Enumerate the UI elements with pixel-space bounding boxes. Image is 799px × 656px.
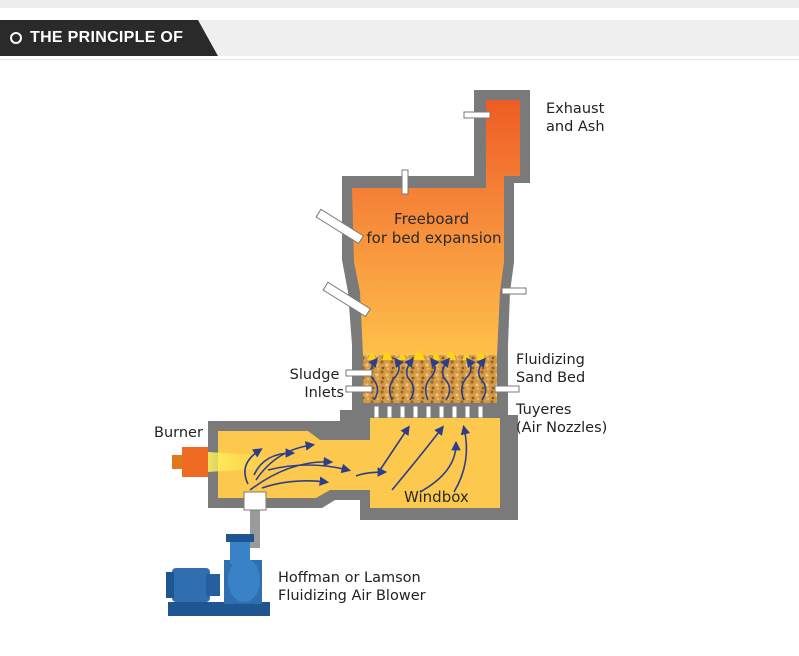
section-title: THE PRINCIPLE OF: [30, 29, 184, 46]
freeboard-chamber: [352, 100, 520, 355]
sand-air-arrows: [368, 357, 487, 401]
blower-duct: [243, 491, 267, 548]
label-sand-bed: Fluidizing Sand Bed: [516, 352, 589, 386]
label-blower: Hoffman or Lamson Fluidizing Air Blower: [278, 570, 426, 604]
label-windbox: Windbox: [404, 488, 469, 506]
air-blower-icon: [166, 534, 270, 616]
label-sludge-inlets: Sludge Inlets: [290, 367, 344, 401]
label-burner: Burner: [154, 425, 203, 441]
header-divider: [0, 59, 799, 60]
label-exhaust: Exhaust and Ash: [546, 101, 609, 135]
wall-ports: [315, 111, 527, 393]
burner: [172, 447, 270, 477]
top-strip: [0, 0, 799, 8]
section-header-tab: THE PRINCIPLE OF: [0, 20, 218, 56]
tuyere-nozzles: [373, 405, 484, 419]
label-tuyeres: Tuyeres (Air Nozzles): [515, 402, 607, 436]
windbox-air-arrows: [244, 424, 471, 493]
label-freeboard: Freeboard for bed expansion: [366, 210, 501, 247]
tuyere-plate: [363, 403, 497, 407]
circle-bullet-icon: [10, 32, 22, 44]
